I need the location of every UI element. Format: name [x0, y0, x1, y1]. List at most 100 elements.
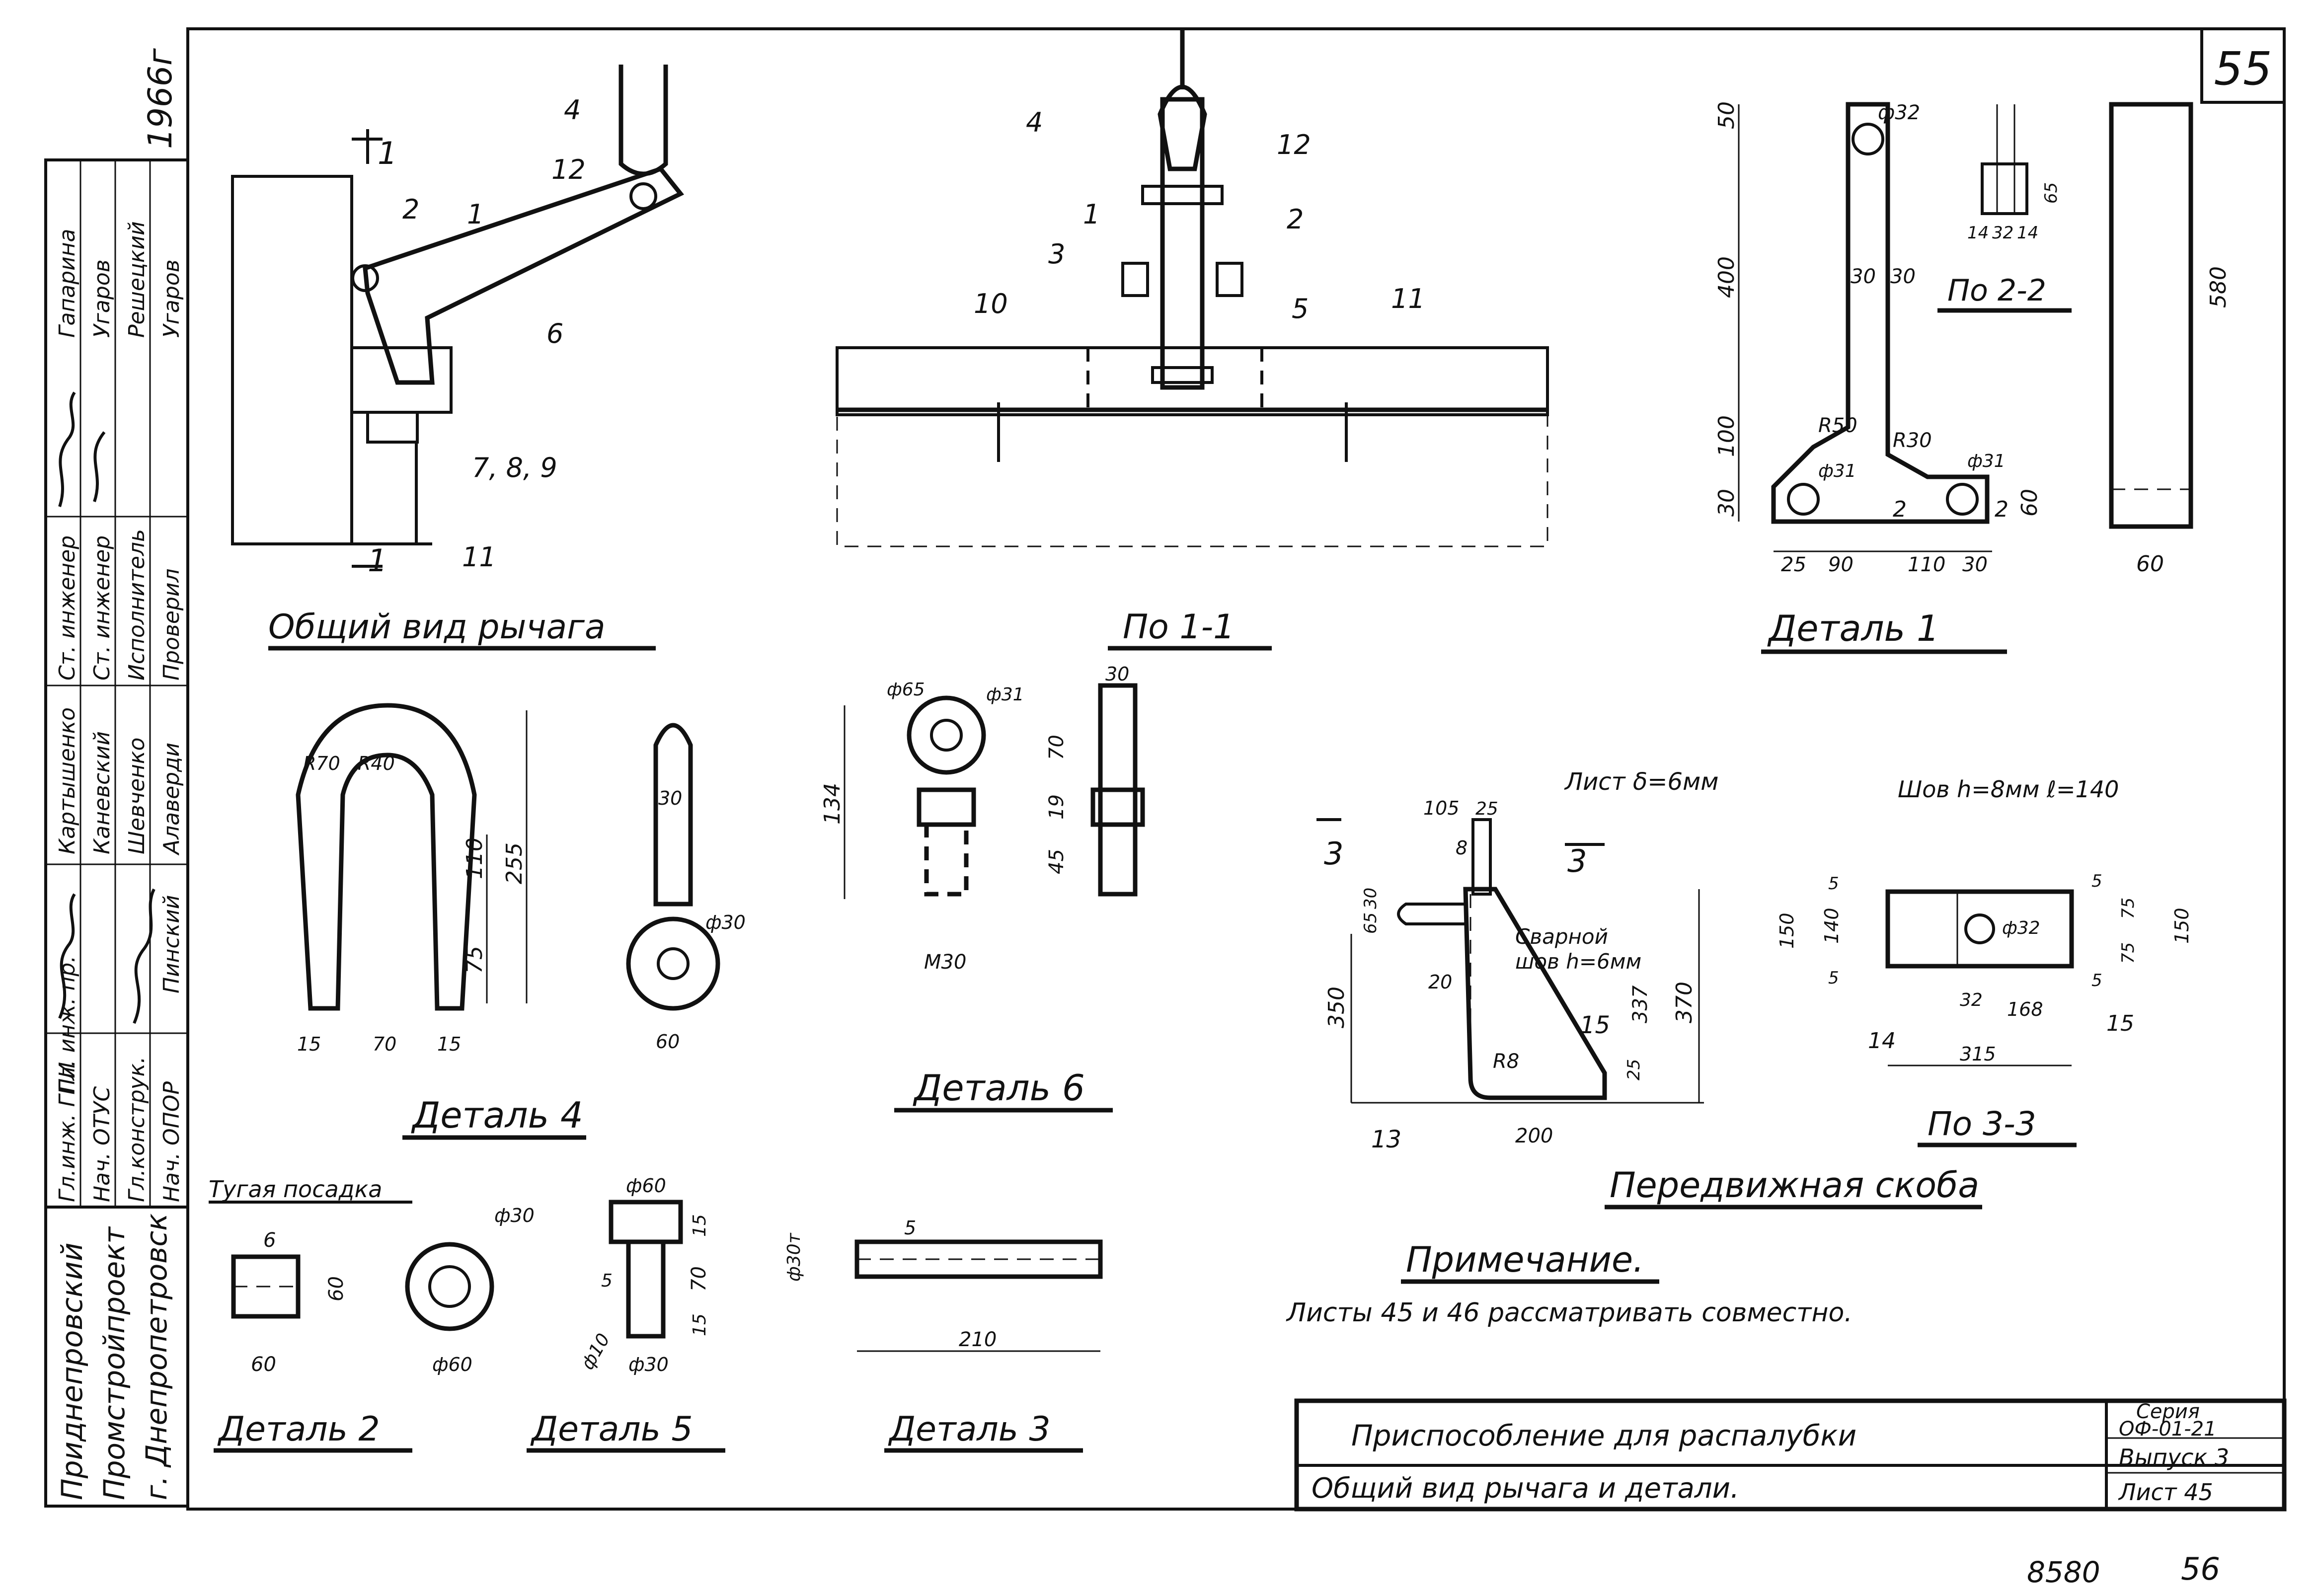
signature-scribble-2 — [93, 431, 106, 502]
d6-dim-134: 134 — [820, 783, 845, 825]
d4-dim-r70: R70 — [303, 753, 340, 774]
detail-6-hole — [930, 719, 963, 752]
s33-dim-d32: ф32 — [2002, 918, 2040, 938]
d3-dim-d30: ф30т — [784, 1232, 804, 1282]
title-detail-4: Деталь 4 — [411, 1094, 583, 1136]
detail-1-hole-left — [1787, 483, 1820, 516]
sec-callout-1: 1 — [1083, 199, 1100, 230]
d6-dim-m30: M30 — [924, 951, 966, 974]
d1-dim-r50: R50 — [1818, 414, 1857, 437]
detail-4-side — [653, 723, 693, 907]
stamp-name-9: Угаров — [159, 259, 184, 338]
issue-label: Выпуск 3 — [2119, 1444, 2229, 1471]
d5-dim-d60: ф60 — [626, 1175, 666, 1197]
lever-arm — [363, 166, 685, 385]
section-1-1: 4 12 1 2 3 10 5 11 По 1-1 — [836, 30, 1549, 651]
s22-dim-14b: 14 — [2017, 223, 2038, 243]
detail-2-bore — [428, 1265, 471, 1308]
stamp-role-5: Гл. инж. пр. — [55, 956, 80, 1093]
d4-dim-15b: 15 — [437, 1033, 461, 1055]
hook-4 — [618, 65, 668, 176]
d6s-dim-45: 45 — [1045, 849, 1068, 874]
d1-dim-100: 100 — [1714, 415, 1739, 457]
footer-code: 8580 — [2027, 1555, 2100, 1589]
d6s-dim-30: 30 — [1105, 663, 1129, 685]
washer-3 — [1121, 262, 1149, 297]
note: Примечание. Листы 45 и 46 рассматривать … — [1286, 1239, 1853, 1328]
d1-dim-50: 50 — [1714, 101, 1739, 129]
d6s-dim-70: 70 — [1045, 735, 1068, 760]
weld-label-1: Сварной — [1515, 924, 1608, 949]
detail-1-hole-top — [1852, 123, 1884, 155]
lever-bar-section — [1160, 97, 1205, 390]
s33-dim-5b: 5 — [1828, 968, 1839, 988]
d2-dim-60b: 60 — [251, 1353, 276, 1376]
stamp-name-2: Каневский — [89, 731, 115, 854]
d1-mark-2a: 2 — [1893, 497, 1907, 522]
d5-dim-d10: ф10 — [577, 1330, 614, 1373]
sec-callout-11: 11 — [1391, 283, 1425, 314]
s33-dim-150b: 150 — [2171, 908, 2193, 944]
d1-dim-d31a: ф31 — [1818, 461, 1856, 481]
detail-6-eye — [907, 695, 986, 775]
s22-dim-65: 65 — [2041, 182, 2061, 204]
b-dim-20: 20 — [1428, 971, 1452, 993]
sec-callout-3: 3 — [1048, 238, 1065, 270]
s33-dim-75b: 75 — [2118, 942, 2138, 964]
title-detail-5: Деталь 5 — [530, 1410, 693, 1449]
pin-12 — [629, 182, 657, 210]
b-dim-30: 30 — [1361, 888, 1381, 909]
callout-15b: 15 — [2106, 1011, 2134, 1036]
signature-scribble — [58, 391, 76, 507]
d1-dim-d31b: ф31 — [1967, 451, 2006, 471]
s33-dim-5d: 5 — [2091, 971, 2102, 990]
fit-label: Тугая посадка — [209, 1176, 382, 1203]
nut-12 — [1141, 185, 1224, 205]
stamp-name-4: Алаверди — [159, 743, 184, 856]
d6-dim-d31: ф31 — [986, 684, 1024, 705]
series-label: Серия — [2136, 1400, 2200, 1423]
beam-body — [836, 414, 1548, 547]
d1-dim-30d: 30 — [1962, 553, 1988, 576]
section-2-2-plate — [1981, 162, 2028, 215]
signature-scribble-4 — [133, 888, 155, 1024]
series-code: ОФ-01-21 — [2119, 1418, 2217, 1441]
s33-dim-315: 315 — [1960, 1043, 1996, 1065]
pin-2 — [351, 264, 379, 292]
s33-dim-168: 168 — [2007, 998, 2043, 1020]
sec-callout-4: 4 — [1026, 107, 1043, 138]
bar-dim-580: 580 — [2206, 266, 2231, 308]
callout-13: 13 — [1371, 1126, 1401, 1153]
s33-dim-5a: 5 — [1828, 874, 1839, 894]
detail-2: Тугая посадка 6 60 60 ф30 ф60 Деталь 2 — [209, 1176, 535, 1453]
b-dim-337: 337 — [1629, 985, 1652, 1023]
d1-dim-60: 60 — [2017, 489, 2042, 517]
d1-dim-r30: R30 — [1893, 429, 1932, 452]
bolt-5 — [1151, 366, 1214, 384]
callout-14: 14 — [1868, 1028, 1896, 1054]
s33-dim-150a: 150 — [1776, 912, 1798, 949]
d5-dim-d30: ф30 — [628, 1354, 669, 1375]
title-section-2-2: По 2-2 — [1947, 273, 2046, 308]
detail-4-loop — [296, 703, 477, 1011]
d4-dim-255: 255 — [502, 842, 527, 884]
b-dim-8: 8 — [1456, 837, 1468, 859]
sec-callout-2: 2 — [1287, 204, 1304, 235]
note-text: Листы 45 и 46 рассматривать совместно. — [1286, 1298, 1853, 1328]
b-dim-200: 200 — [1515, 1125, 1553, 1147]
s33-dim-140: 140 — [1821, 908, 1843, 944]
d2-dim-d30: ф30 — [494, 1205, 535, 1226]
bracket-base — [366, 411, 419, 444]
s33-plate — [1885, 889, 2074, 969]
d5-dim-15a: 15 — [690, 1214, 710, 1237]
bracket-plate — [1463, 887, 1607, 1100]
d6s-dim-19: 19 — [1045, 794, 1068, 820]
detail-5-head — [609, 1200, 683, 1244]
d4-dim-r40: R40 — [358, 753, 395, 774]
s33-dim-5c: 5 — [2091, 871, 2102, 891]
stamp-role-4: Нач. ОПОР — [159, 1081, 184, 1202]
sheet-number-box: 55 — [2200, 27, 2286, 104]
stamp-name-5: Пинский — [159, 895, 184, 993]
title-sub: Общий вид рычага и детали. — [1312, 1472, 1739, 1505]
stamp-role-1: Гл.инж. ГПИ — [55, 1062, 80, 1202]
